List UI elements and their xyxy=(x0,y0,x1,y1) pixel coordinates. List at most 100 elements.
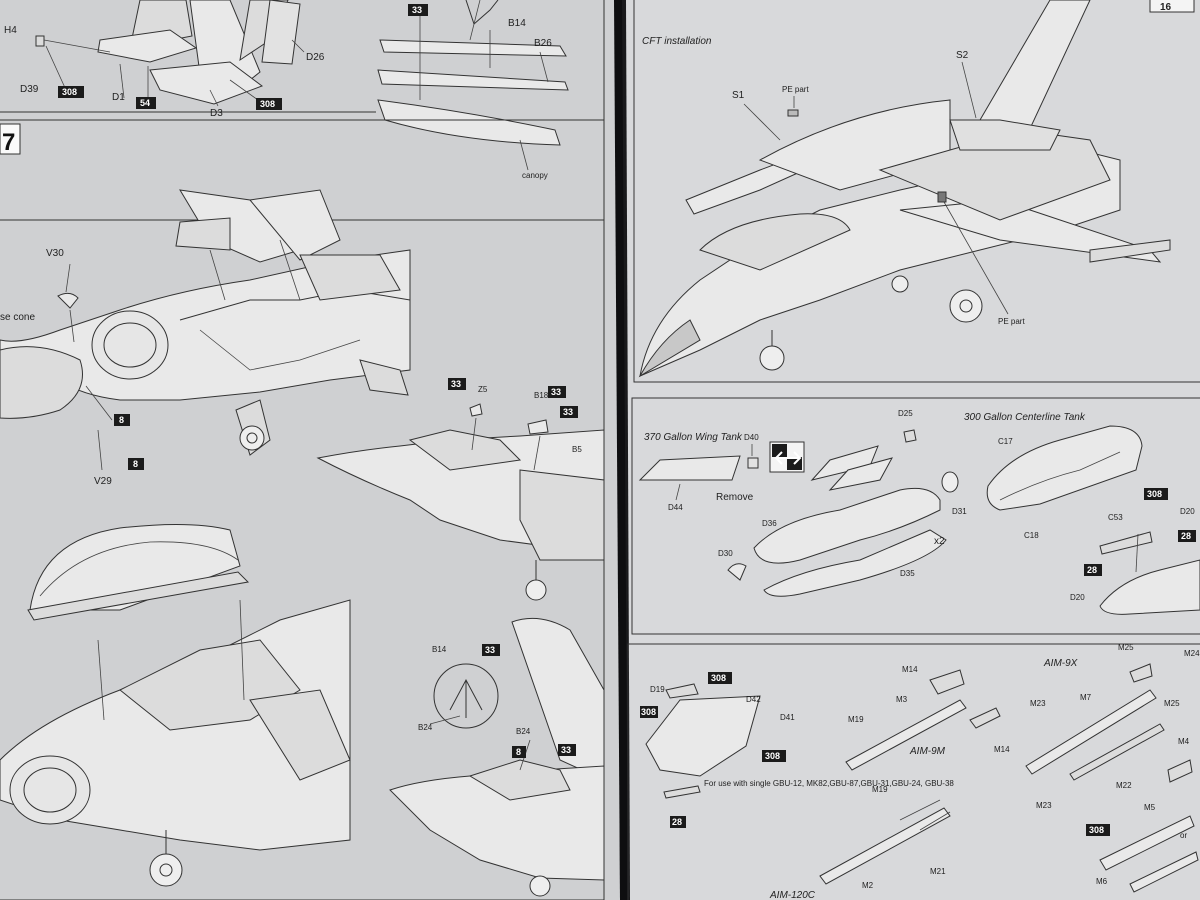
label-d44: D44 xyxy=(668,503,683,512)
label-d35: D35 xyxy=(900,569,915,578)
svg-text:308: 308 xyxy=(765,751,780,761)
label-m19-a: M19 xyxy=(848,715,864,724)
label-canopy: canopy xyxy=(522,171,548,180)
label-pe-part-a: PE part xyxy=(782,85,809,94)
label-c18: C18 xyxy=(1024,531,1039,540)
label-m23-a: M23 xyxy=(1030,699,1046,708)
badge-308-w4: 308 xyxy=(1086,824,1110,836)
label-d19: D19 xyxy=(650,685,665,694)
label-b14-detail: B14 xyxy=(432,645,447,654)
label-b24-detail: B24 xyxy=(418,723,433,732)
cft-title: CFT installation xyxy=(642,36,712,47)
badge-33-a: 33 xyxy=(408,4,428,16)
svg-text:33: 33 xyxy=(485,645,495,655)
label-m21: M21 xyxy=(930,867,946,876)
label-h4: H4 xyxy=(4,25,17,36)
label-m5: M5 xyxy=(1144,803,1156,812)
label-m19-b: M19 xyxy=(872,785,888,794)
step-number-16: 16 xyxy=(1160,2,1172,13)
label-d25: D25 xyxy=(898,409,913,418)
svg-text:308: 308 xyxy=(1089,825,1104,835)
label-aim-9m: AIM-9M xyxy=(909,746,946,757)
badge-28-a: 28 xyxy=(1178,530,1196,542)
badge-8-a: 8 xyxy=(114,414,130,426)
cft-installation-panel: 16 CFT installation S1 PE part S2 PE par… xyxy=(633,0,1200,383)
svg-text:33: 33 xyxy=(412,5,422,15)
label-m14-b: M14 xyxy=(994,745,1010,754)
label-m2: M2 xyxy=(862,881,874,890)
label-m25-b: M25 xyxy=(1164,699,1180,708)
label-m7: M7 xyxy=(1080,693,1092,702)
svg-text:308: 308 xyxy=(1147,489,1162,499)
svg-text:308: 308 xyxy=(260,99,275,109)
label-aim-120c: AIM-120C xyxy=(769,890,816,900)
centerline-tank-title: 300 Gallon Centerline Tank xyxy=(964,412,1086,423)
badge-8-c: 8 xyxy=(512,746,526,758)
label-d30: D30 xyxy=(718,549,733,558)
badge-308-w3: 308 xyxy=(762,750,786,762)
badge-33-e: 33 xyxy=(482,644,500,656)
label-m4: M4 xyxy=(1178,737,1190,746)
label-pe-part-b: PE part xyxy=(998,317,1025,326)
label-b26: B26 xyxy=(534,38,552,49)
svg-text:33: 33 xyxy=(561,745,571,755)
badge-33-f: 33 xyxy=(558,744,576,756)
badge-33-d: 33 xyxy=(560,406,578,418)
weapons-panel: D19 D42 D41 308 308 308 28 For use with … xyxy=(627,643,1200,900)
label-nose-cone: se cone xyxy=(0,312,35,323)
svg-text:28: 28 xyxy=(672,817,682,827)
svg-text:308: 308 xyxy=(62,87,77,97)
badge-308-w1: 308 xyxy=(708,672,732,684)
badge-28-b: 28 xyxy=(1084,564,1102,576)
label-x2: x2 xyxy=(934,536,945,547)
label-d40: D40 xyxy=(744,433,759,442)
label-d31: D31 xyxy=(952,507,967,516)
svg-text:33: 33 xyxy=(451,379,461,389)
label-c17: C17 xyxy=(998,437,1013,446)
svg-text:8: 8 xyxy=(133,459,138,469)
label-d20-b: D20 xyxy=(1070,593,1085,602)
label-d39: D39 xyxy=(20,84,39,95)
badge-308-b: 308 xyxy=(256,98,282,110)
svg-text:33: 33 xyxy=(551,387,561,397)
label-s2: S2 xyxy=(956,50,969,61)
step-7-panel: 7 V30 se cone V29 8 8 33 Z5 xyxy=(0,119,605,900)
label-z5: Z5 xyxy=(478,385,488,394)
label-remove: Remove xyxy=(716,492,754,503)
label-b24: B24 xyxy=(516,727,531,736)
label-m6: M6 xyxy=(1096,877,1108,886)
label-c53: C53 xyxy=(1108,513,1123,522)
label-or: or xyxy=(1180,831,1187,840)
label-b5: B5 xyxy=(572,445,582,454)
label-m24: M24 xyxy=(1184,649,1200,658)
label-d3: D3 xyxy=(210,108,223,119)
label-v29: V29 xyxy=(94,476,112,487)
fuel-tanks-panel: 370 Gallon Wing Tank 300 Gallon Centerli… xyxy=(631,397,1200,635)
label-d26: D26 xyxy=(306,52,325,63)
label-d42: D42 xyxy=(746,695,761,704)
badge-54: 54 xyxy=(136,97,156,109)
badge-308-w2: 308 xyxy=(640,706,658,718)
badge-28-w: 28 xyxy=(670,816,686,828)
label-b14: B14 xyxy=(508,18,526,29)
label-d20-a: D20 xyxy=(1180,507,1195,516)
wing-tank-title: 370 Gallon Wing Tank xyxy=(644,432,743,443)
svg-text:8: 8 xyxy=(516,747,521,757)
label-s1: S1 xyxy=(732,90,745,101)
label-d36: D36 xyxy=(762,519,777,528)
badge-308-a: 308 xyxy=(58,86,84,98)
svg-text:28: 28 xyxy=(1181,531,1191,541)
label-m25-a: M25 xyxy=(1118,643,1134,652)
svg-text:54: 54 xyxy=(140,98,150,108)
label-d1: D1 xyxy=(112,92,125,103)
svg-text:8: 8 xyxy=(119,415,124,425)
left-top-panel: H4 D39 D1 D3 D26 308 54 308 33 B14 B26 c… xyxy=(0,0,605,221)
label-m23-b: M23 xyxy=(1036,801,1052,810)
gbu-note: For use with single GBU-12, MK82,GBU-87,… xyxy=(704,779,954,788)
label-m14-a: M14 xyxy=(902,665,918,674)
label-m22: M22 xyxy=(1116,781,1132,790)
badge-33-c: 33 xyxy=(548,386,566,398)
svg-text:28: 28 xyxy=(1087,565,1097,575)
badge-33-b: 33 xyxy=(448,378,466,390)
